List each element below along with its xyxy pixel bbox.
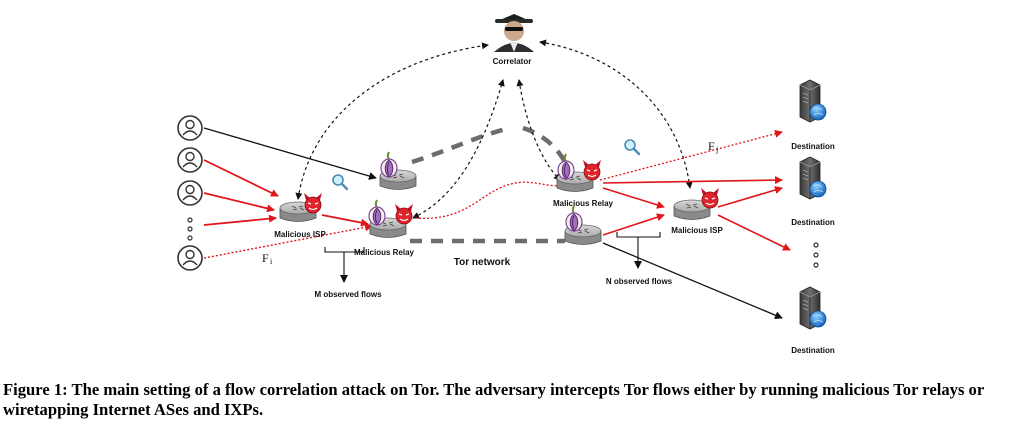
vertical-ellipsis-icon [813, 242, 819, 268]
user-icon [177, 245, 203, 271]
client-flow-3 [203, 192, 275, 213]
figure-caption: Figure 1: The main setting of a flow cor… [3, 380, 984, 419]
client-flow-2 [203, 159, 279, 197]
server-icon [799, 286, 827, 330]
correlator-label: Correlator [493, 57, 532, 66]
tor-onion-icon [368, 199, 386, 226]
flow-i-label: F i [262, 251, 273, 266]
user-icon [177, 115, 203, 141]
isp-to-more-destinations [717, 214, 791, 251]
vertical-ellipsis-icon [187, 217, 193, 241]
destination-label: Destination [791, 218, 835, 227]
correlator-link-relay-left [412, 79, 505, 219]
devil-icon [394, 203, 414, 225]
correlator-link-relay-right [516, 79, 561, 181]
exit-to-destination-3 [602, 242, 783, 319]
hacker-icon [494, 14, 534, 52]
tor-onion-icon [565, 205, 583, 232]
right-malicious-isp: Malicious ISP [671, 187, 723, 235]
tracked-flow-path [414, 181, 561, 219]
destination-3: Destination [791, 286, 835, 355]
destination-1: Destination [791, 79, 835, 151]
devil-icon [582, 159, 602, 181]
svg-text:F: F [262, 251, 269, 265]
magnifier-icon [623, 138, 641, 156]
correlator-links [295, 39, 693, 219]
client-flow-4 [203, 214, 277, 226]
user-icon [177, 180, 203, 206]
correlator-link-isp-right [539, 39, 693, 189]
left-malicious-relay: Malicious Relay [354, 199, 415, 257]
server-icon [799, 156, 827, 200]
isp-to-destination-2 [717, 186, 783, 208]
svg-text:i: i [270, 257, 273, 266]
client-flows [203, 127, 377, 259]
malicious-isp-label-left: Malicious ISP [274, 230, 326, 239]
exit-flow-fj [599, 129, 783, 181]
n-observed-flows-bracket [616, 232, 661, 269]
clients [177, 115, 203, 271]
exit-relay-bottom [564, 205, 602, 245]
destination-label: Destination [791, 346, 835, 355]
m-observed-flows-label: M observed flows [314, 290, 382, 299]
client-flow-1 [203, 127, 377, 180]
exit-flows [599, 129, 791, 319]
malicious-isp-label-right: Malicious ISP [671, 226, 723, 235]
svg-text:j: j [715, 145, 718, 154]
correlator-link-isp-left [295, 42, 489, 200]
svg-text:F: F [708, 139, 715, 153]
exit-relay-to-isp [602, 213, 665, 236]
client-flow-i [203, 223, 373, 259]
user-icon [177, 147, 203, 173]
flow-j-label: F j [708, 139, 718, 154]
tor-link-left-middle [411, 125, 511, 165]
left-malicious-isp: Malicious ISP [274, 192, 326, 239]
exit-flow-2 [602, 176, 783, 185]
entry-relay-top [331, 151, 417, 191]
malicious-relay-label-right: Malicious Relay [553, 199, 614, 208]
destination-label: Destination [791, 142, 835, 151]
devil-icon [303, 192, 323, 214]
devil-icon [700, 187, 720, 209]
destination-2: Destination [791, 156, 835, 227]
malicious-relay-label-left: Malicious Relay [354, 248, 415, 257]
exit-flow-to-isp [602, 187, 665, 209]
isp-to-relay-flow [321, 214, 369, 227]
n-observed-flows-label: N observed flows [606, 277, 673, 286]
right-malicious-relay: Malicious Relay [553, 153, 614, 208]
server-icon [799, 79, 827, 123]
m-observed-flows-bracket [324, 247, 365, 283]
tor-onion-icon [380, 151, 398, 178]
magnifier-icon [331, 173, 349, 191]
correlator: Correlator [493, 14, 534, 66]
tor-network-label: Tor network [454, 257, 511, 268]
